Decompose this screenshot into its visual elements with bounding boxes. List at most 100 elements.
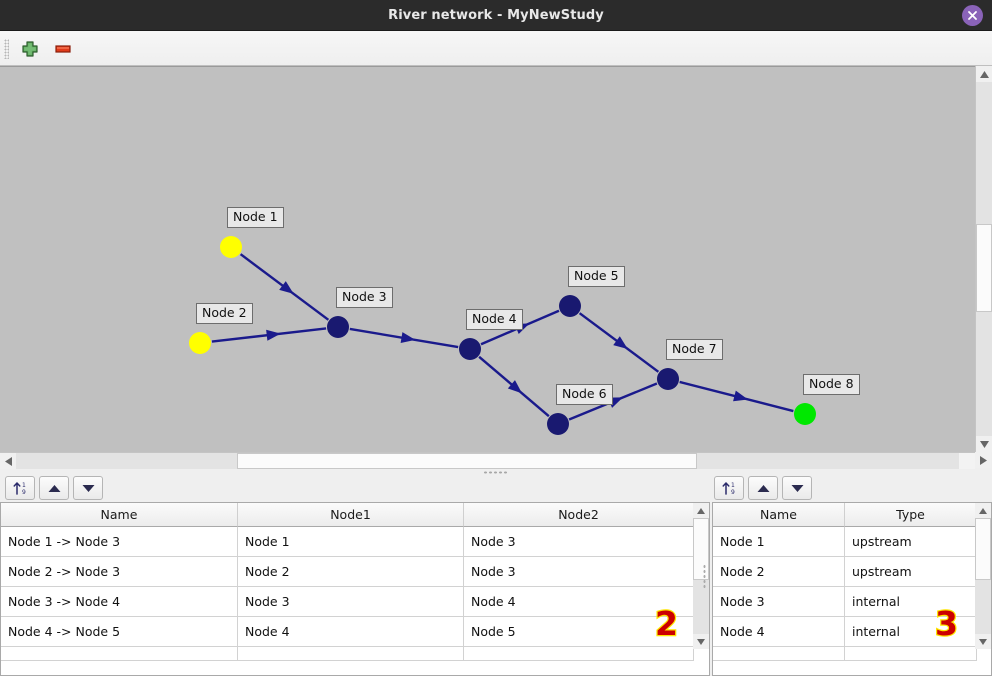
window-title: River network - MyNewStudy (388, 8, 604, 23)
scroll-up-arrow[interactable] (693, 503, 709, 518)
cell-type[interactable]: upstream (845, 557, 977, 587)
links-move-down-button[interactable] (73, 476, 103, 500)
cell-node2[interactable]: Node 3 (464, 527, 694, 557)
column-header-node1[interactable]: Node1 (238, 503, 464, 527)
column-header-name[interactable]: Name (1, 503, 238, 527)
cell-node1[interactable]: Node 1 (238, 527, 464, 557)
scroll-right-arrow[interactable] (975, 452, 991, 468)
node-label-node-3[interactable]: Node 3 (336, 287, 393, 308)
cell-type[interactable]: internal (845, 617, 977, 647)
canvas-horizontal-scrollbar[interactable] (0, 452, 975, 469)
scroll-track-left[interactable] (16, 453, 237, 469)
graph-node-node-8[interactable] (794, 403, 816, 425)
cell-node1[interactable]: Node 4 (238, 617, 464, 647)
scroll-track[interactable] (693, 580, 709, 634)
cell-node1[interactable]: Node 2 (238, 557, 464, 587)
cell-type[interactable]: upstream (845, 527, 977, 557)
cell-name[interactable]: Node 1 -> Node 3 (1, 527, 238, 557)
node-label-node-6[interactable]: Node 6 (556, 384, 613, 405)
scroll-track-upper[interactable] (976, 82, 992, 224)
graph-node-node-4[interactable] (459, 338, 481, 360)
scroll-track-right[interactable] (697, 453, 959, 469)
node-label-node-1[interactable]: Node 1 (227, 207, 284, 228)
edge-arrowhead-icon (733, 390, 749, 402)
canvas-vertical-scrollbar[interactable] (975, 66, 992, 452)
cell-node2[interactable]: Node 5 (464, 617, 694, 647)
table-row-empty[interactable] (1, 647, 709, 675)
cell-name[interactable]: Node 4 (713, 617, 845, 647)
scroll-left-arrow[interactable] (0, 453, 16, 469)
cell-node1[interactable]: Node 3 (238, 587, 464, 617)
cell-name[interactable]: Node 1 (713, 527, 845, 557)
horizontal-splitter[interactable] (0, 469, 992, 476)
scroll-down-arrow[interactable] (976, 436, 992, 452)
splitter-grip[interactable] (483, 471, 509, 474)
table-row-empty[interactable] (713, 647, 991, 675)
close-icon[interactable] (962, 5, 983, 26)
graph-node-node-2[interactable] (189, 332, 211, 354)
cell-type[interactable]: internal (845, 587, 977, 617)
river-network-graph[interactable] (0, 67, 975, 453)
canvas-vscroll-thumb[interactable] (976, 224, 992, 312)
cell-node2[interactable]: Node 4 (464, 587, 694, 617)
scroll-down-arrow[interactable] (975, 634, 991, 649)
nodes-move-up-button[interactable] (748, 476, 778, 500)
links-move-up-button[interactable] (39, 476, 69, 500)
links-table-scrollbar[interactable] (693, 503, 709, 649)
toolbar-drag-handle[interactable] (4, 39, 9, 59)
cell-name[interactable]: Node 2 -> Node 3 (1, 557, 238, 587)
scroll-track[interactable] (975, 580, 991, 634)
cell-empty (713, 647, 845, 661)
nodes-move-down-button[interactable] (782, 476, 812, 500)
node-label-node-4[interactable]: Node 4 (466, 309, 523, 330)
triangle-down-icon (979, 440, 989, 448)
graph-node-node-6[interactable] (547, 413, 569, 435)
cell-name[interactable]: Node 2 (713, 557, 845, 587)
plus-glyph (22, 41, 38, 57)
nodes-table-scrollbar[interactable] (975, 503, 991, 649)
graph-node-node-3[interactable] (327, 316, 349, 338)
triangle-down-icon (791, 484, 803, 492)
scroll-track-lower[interactable] (976, 312, 992, 436)
scroll-down-arrow[interactable] (693, 634, 709, 649)
graph-nodes[interactable] (189, 236, 816, 435)
graph-node-node-7[interactable] (657, 368, 679, 390)
vertical-splitter-grip[interactable] (703, 564, 706, 590)
links-sort-button[interactable]: 1 9 (5, 476, 35, 500)
graph-node-node-1[interactable] (220, 236, 242, 258)
scroll-up-arrow[interactable] (975, 503, 991, 518)
cell-name[interactable]: Node 3 (713, 587, 845, 617)
links-vscroll-thumb[interactable] (693, 518, 709, 580)
cell-name[interactable]: Node 3 -> Node 4 (1, 587, 238, 617)
cell-node2[interactable]: Node 3 (464, 557, 694, 587)
node-label-node-7[interactable]: Node 7 (666, 339, 723, 360)
nodes-sort-button[interactable]: 1 9 (714, 476, 744, 500)
nodes-vscroll-thumb[interactable] (975, 518, 991, 580)
column-header-type[interactable]: Type (845, 503, 977, 527)
canvas-hscroll-thumb[interactable] (237, 453, 697, 469)
graph-node-node-5[interactable] (559, 295, 581, 317)
column-header-node2[interactable]: Node2 (464, 503, 694, 527)
add-plus-icon[interactable] (19, 38, 41, 60)
delete-minus-icon[interactable] (52, 38, 74, 60)
node-label-node-5[interactable]: Node 5 (568, 266, 625, 287)
column-header-name[interactable]: Name (713, 503, 845, 527)
node-label-node-2[interactable]: Node 2 (196, 303, 253, 324)
sort-ascending-icon: 1 9 (721, 482, 735, 496)
cell-name[interactable]: Node 4 -> Node 5 (1, 617, 238, 647)
graph-canvas[interactable]: Node 1 Node 2 Node 3 Node 4 Node 5 Node 6 Node… (0, 66, 992, 509)
node-label-node-8[interactable]: Node 8 (803, 374, 860, 395)
scroll-up-arrow[interactable] (976, 66, 992, 82)
